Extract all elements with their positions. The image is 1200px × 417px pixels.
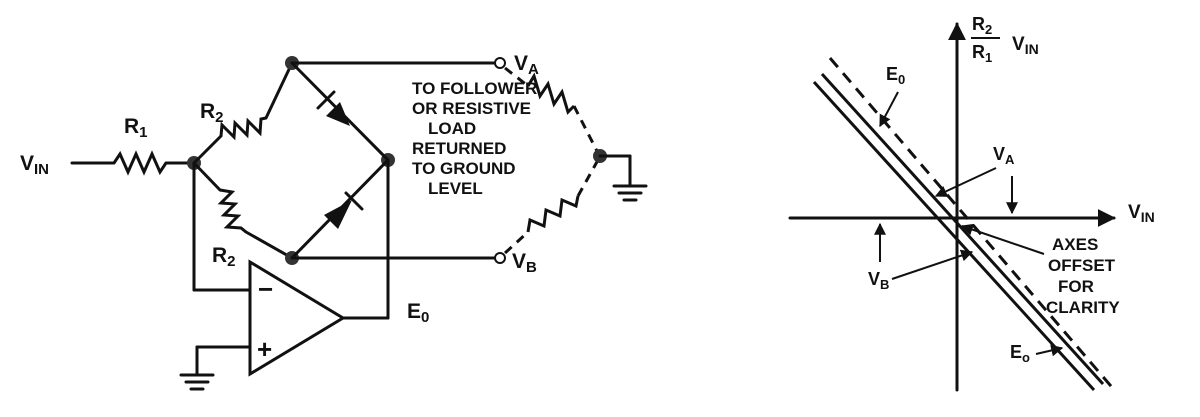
va-terminal <box>494 57 506 69</box>
va-graph-arrow <box>934 167 997 197</box>
load-resistor-a <box>504 66 600 154</box>
r2-bottom-resistor <box>217 188 247 234</box>
e0-transfer-line <box>828 57 1118 393</box>
r2-top-wire-b <box>264 61 294 120</box>
vb-terminal <box>494 252 506 264</box>
r2-top-wire-a <box>192 134 223 165</box>
e0-top-arrow <box>879 91 899 128</box>
e0-bottom-arrow <box>1035 344 1064 357</box>
e0-top-label: E0 <box>886 64 905 87</box>
ground-symbol-right <box>612 184 648 202</box>
transfer-graph: R2 R1 VIN VIN E0 VA <box>788 14 1155 393</box>
vb-graph-arrow <box>891 249 974 280</box>
y-axis-label: R2 R1 VIN <box>971 14 1039 65</box>
axes-offset-note: AXES OFFSET FOR CLARITY <box>1046 235 1120 317</box>
load-resistor-b <box>503 159 600 255</box>
r2-bottom-wire-b <box>244 230 294 260</box>
e0-label: E0 <box>407 300 429 326</box>
r2-bottom-label: R2 <box>212 244 236 270</box>
svg-text:VIN: VIN <box>1012 34 1039 57</box>
va-graph-label: VA <box>993 144 1015 167</box>
r1-resistor <box>112 150 168 176</box>
r2-bottom-wire-a <box>192 161 222 192</box>
diode-top-symbol <box>316 90 350 126</box>
r1-label: R1 <box>124 115 148 141</box>
vb-graph-label: VB <box>868 269 889 292</box>
x-axis-label: VIN <box>1128 202 1155 225</box>
va-transfer-line <box>820 72 1105 386</box>
circuit-diagram: VIN R1 R2 R2 <box>20 52 648 391</box>
load-note: TO FOLLOWER OR RESISTIVE LOAD RETURNED T… <box>412 79 542 198</box>
op-amp <box>248 259 346 377</box>
vin-label: VIN <box>20 152 49 178</box>
ground-symbol-left <box>179 373 215 391</box>
r2-top-resistor <box>219 116 267 141</box>
op-amp-plus: + <box>257 334 272 364</box>
svg-text:R1: R1 <box>972 42 992 65</box>
svg-text:R2: R2 <box>972 14 992 37</box>
r2-top-label: R2 <box>200 100 224 126</box>
axes-offset-arrow <box>960 223 1045 255</box>
va-label: VA <box>514 52 539 78</box>
e0-bottom-label: Eo <box>1010 342 1030 365</box>
diode-bottom-symbol <box>324 191 364 229</box>
vb-transfer-line <box>812 80 1096 392</box>
op-amp-minus: − <box>258 274 273 304</box>
vb-label: VB <box>512 250 537 276</box>
